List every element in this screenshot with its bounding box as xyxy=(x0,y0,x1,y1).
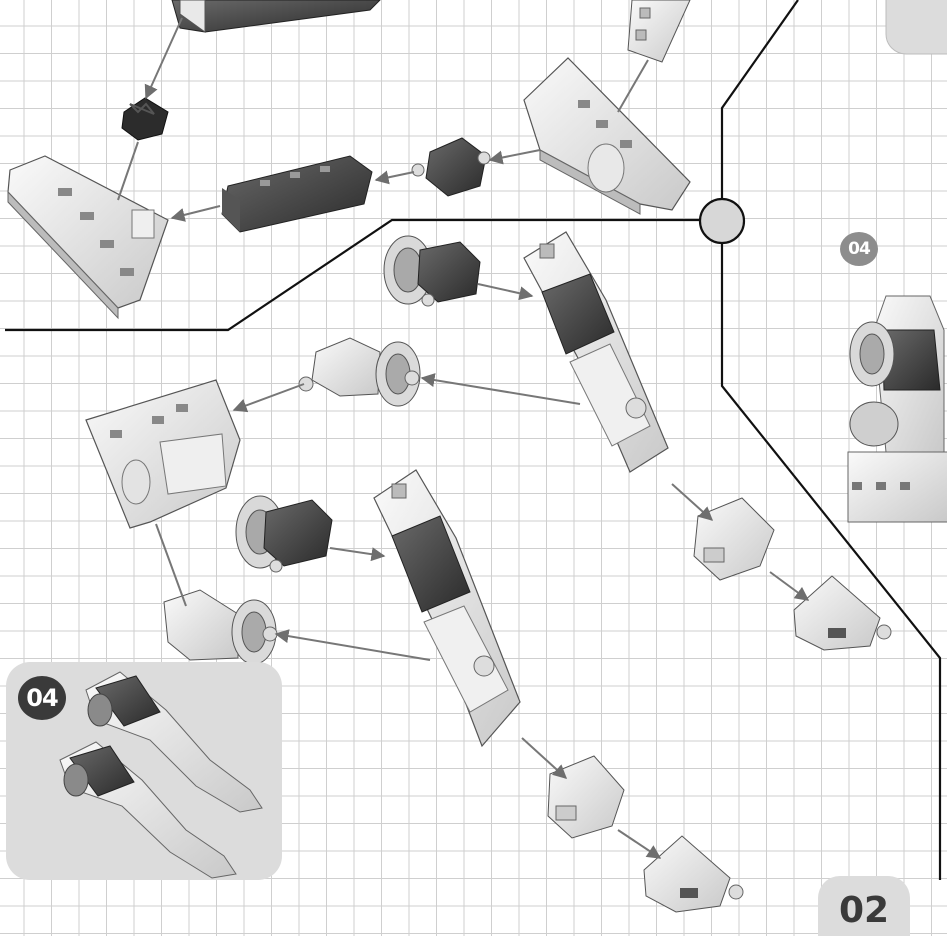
top-vertical-beam xyxy=(628,0,690,62)
servo-box-2a xyxy=(548,756,624,838)
top-right-panel xyxy=(886,0,947,54)
step-number-badge: 04 xyxy=(18,676,66,720)
upper-dark-cube xyxy=(412,138,490,196)
upper-dark-beam xyxy=(222,156,372,232)
servo-box-1a xyxy=(694,498,774,580)
right-preview-assembly xyxy=(848,296,947,522)
preview-step-badge: 04 xyxy=(840,232,878,266)
page-number: 02 xyxy=(818,876,910,936)
black-clip-part xyxy=(122,98,168,140)
servo-box-2b xyxy=(644,836,743,912)
upper-right-triangle-plate xyxy=(524,58,690,214)
mid-left-triangle-plate xyxy=(86,380,240,528)
pulley-cube-2 xyxy=(236,496,332,572)
bracket-pulley-1 xyxy=(299,338,420,406)
connector-dot-icon xyxy=(700,199,744,243)
arm-beam-2 xyxy=(374,470,520,746)
servo-box-1b xyxy=(794,576,891,650)
arm-beam-1 xyxy=(524,232,668,472)
upper-left-triangle-plate xyxy=(8,156,168,318)
top-dark-beam xyxy=(172,0,380,32)
pulley-cube-1 xyxy=(384,236,480,306)
bracket-pulley-2 xyxy=(164,590,277,664)
